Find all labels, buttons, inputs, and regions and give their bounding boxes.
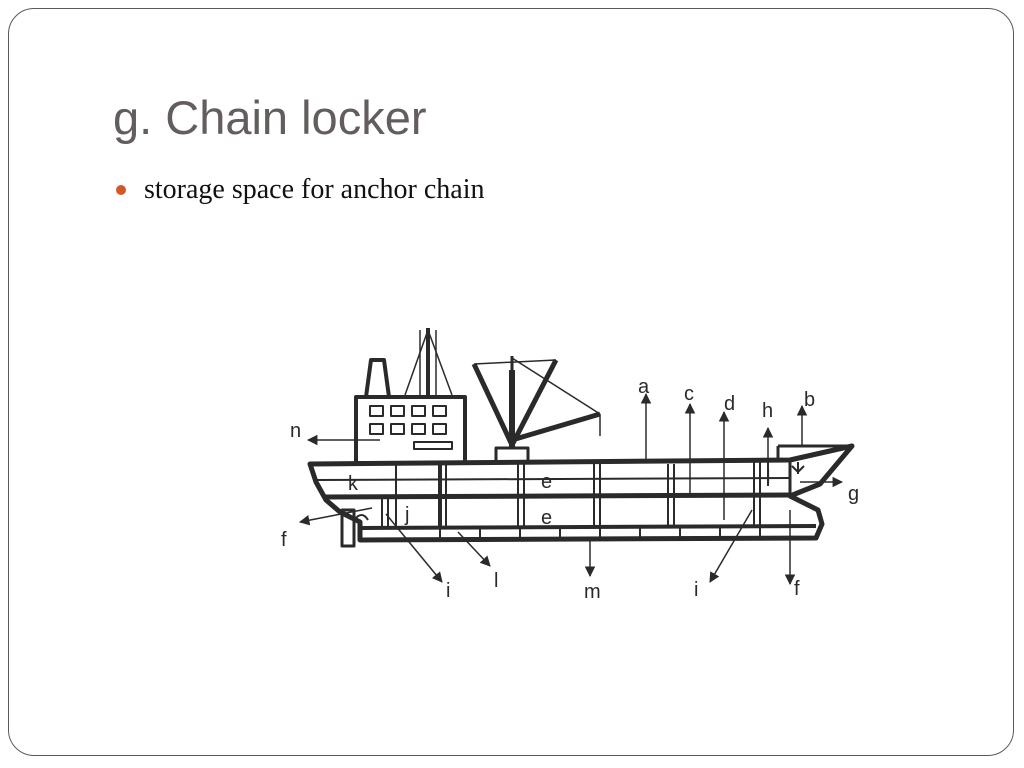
bullet-dot-icon <box>116 185 126 195</box>
label-f-aft: f <box>281 529 287 551</box>
label-l-forward: l <box>766 467 770 489</box>
label-e-lower: e <box>541 507 552 529</box>
label-g: g <box>848 483 859 505</box>
diagram-labels: a c d h b n g k e l j e f i l m i f <box>281 376 859 603</box>
label-h: h <box>762 400 773 422</box>
label-i-fwd: i <box>694 579 698 601</box>
label-c: c <box>684 383 694 405</box>
ship-hull <box>307 328 855 548</box>
slide-title: g. Chain locker <box>113 91 427 144</box>
label-j: j <box>404 504 409 526</box>
label-a: a <box>638 376 650 398</box>
annotation-arrows <box>298 392 844 586</box>
bullet-item: storage space for anchor chain <box>116 172 485 208</box>
label-b: b <box>804 389 815 411</box>
label-l-aft: l <box>494 570 498 592</box>
label-e-upper: e <box>541 471 552 493</box>
label-n: n <box>290 420 301 442</box>
ship-cross-section-diagram: a c d h b n g k e l j e f i l m i f <box>281 328 859 603</box>
label-i-aft: i <box>446 580 450 602</box>
label-k: k <box>348 473 359 495</box>
label-m: m <box>584 581 601 603</box>
label-d: d <box>724 393 735 415</box>
label-f-fwd: f <box>794 578 800 600</box>
bullet-text: storage space for anchor chain <box>144 174 485 205</box>
